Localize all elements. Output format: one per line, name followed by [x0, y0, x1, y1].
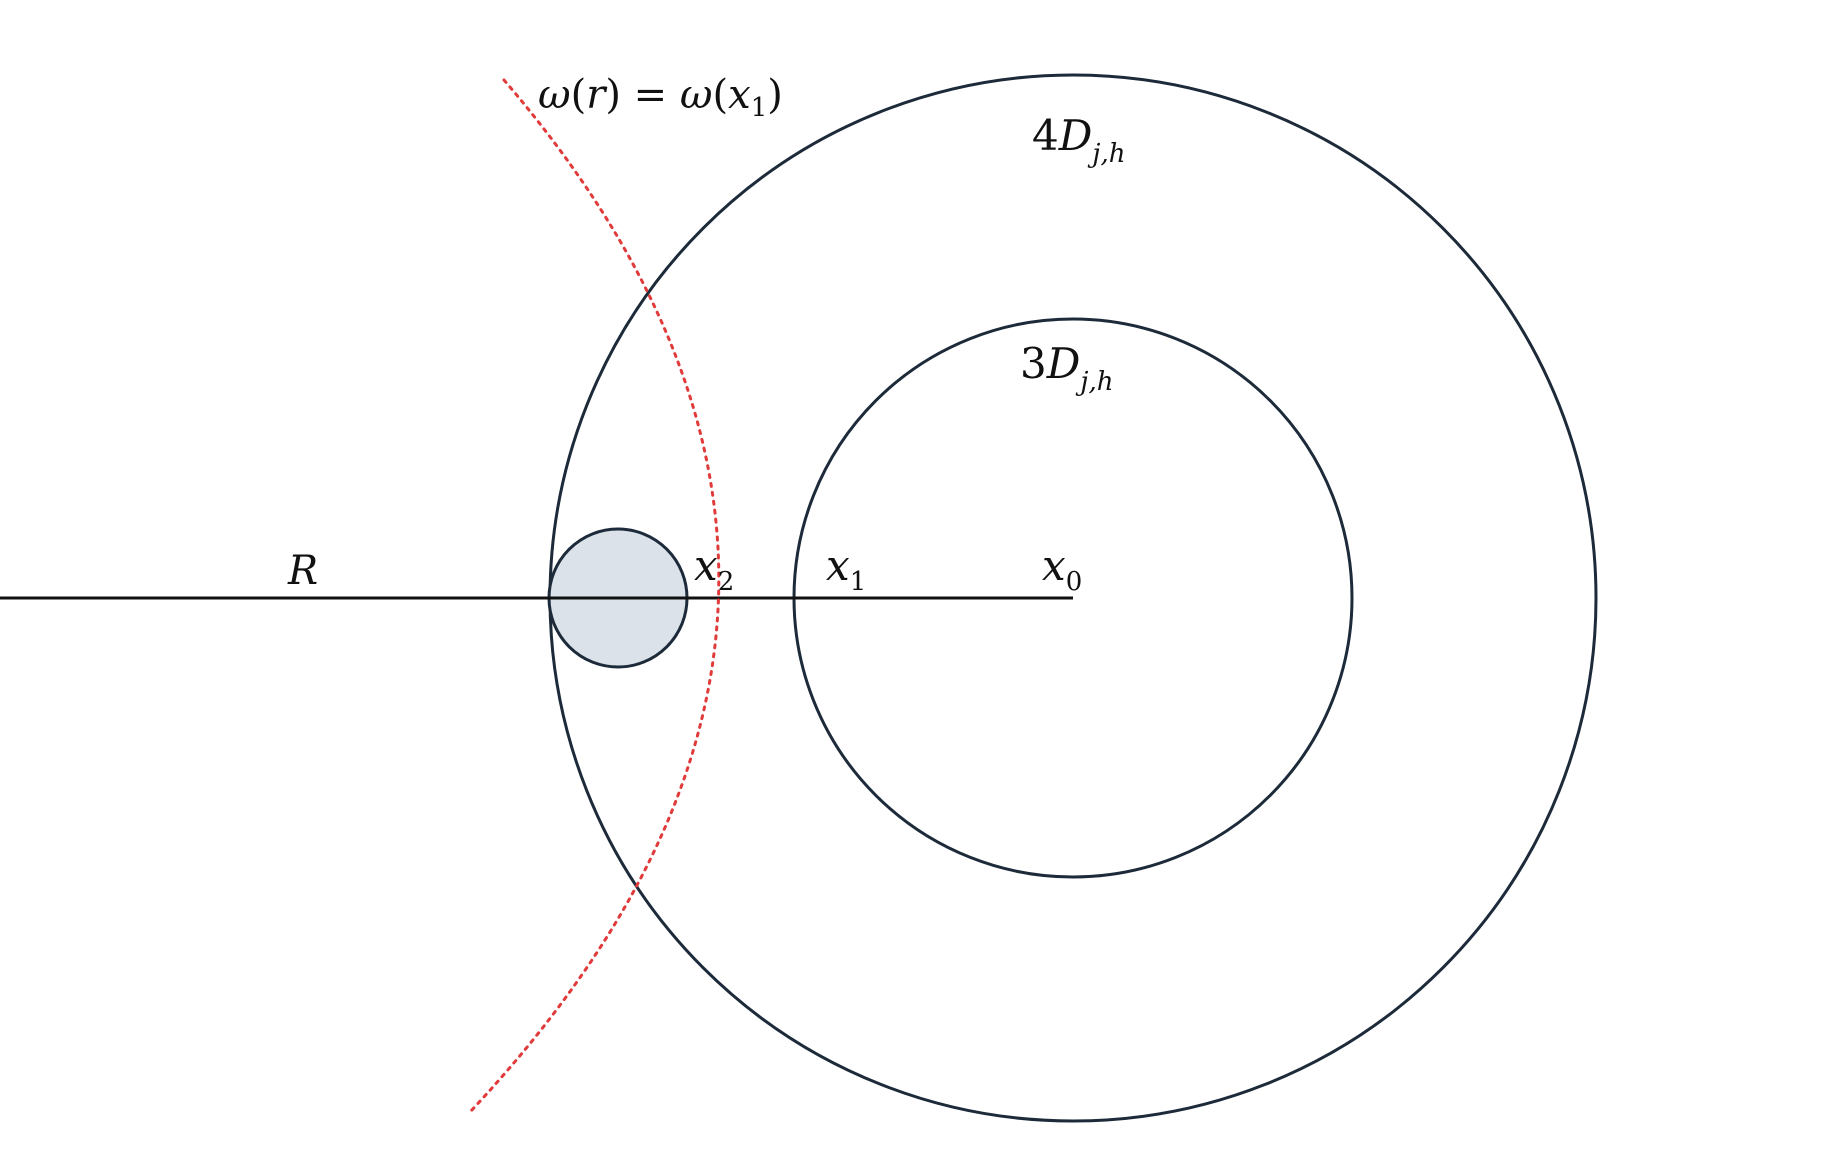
x0-label: x0	[1042, 541, 1082, 597]
level-set-curve	[468, 78, 721, 1114]
level-set-label: ω(r) = ω(x1)	[538, 72, 783, 123]
outer-ball-label: 4Dj,h	[1032, 111, 1126, 169]
r-label: R	[287, 548, 318, 594]
x2-label: x2	[694, 541, 734, 597]
x1-label: x1	[826, 541, 866, 597]
inner-ball-label: 3Dj,h	[1020, 339, 1114, 397]
